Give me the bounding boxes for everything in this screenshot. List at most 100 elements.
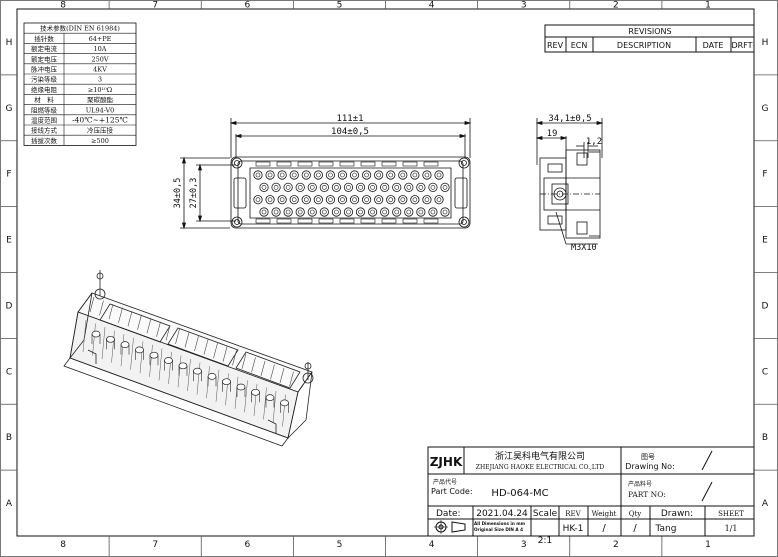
contact-stud [251, 388, 260, 396]
zone-column-label: 3 [521, 540, 527, 550]
pin-contact [271, 207, 281, 217]
pin-contact [325, 170, 335, 180]
spec-value: UL94-V0 [86, 106, 115, 114]
pin-contact [367, 182, 378, 192]
side-view [535, 118, 604, 245]
part-code-value: HD-064-MC [491, 488, 548, 499]
date-value: 2021.04.24 [476, 509, 528, 519]
drft-header: DRFT [731, 41, 752, 50]
contact-stud [164, 357, 173, 364]
contact-stud [91, 330, 101, 338]
pin-contact [398, 170, 408, 180]
pin-contact [259, 182, 269, 192]
spec-label: 温度范围 [31, 116, 57, 125]
size-note: Original Size DIN A 4 [474, 527, 523, 532]
pin-contact [386, 170, 396, 180]
part-code-cn: 产品代号 [433, 478, 457, 486]
contact-stud [178, 362, 188, 370]
spec-label: 额定电流 [31, 44, 58, 53]
dim-inner-height: 27±0,3 [189, 178, 199, 209]
pin-contact [295, 182, 305, 192]
dim-pitch-width: 104±0,5 [331, 127, 369, 137]
pin-contact [331, 182, 341, 192]
pin-contact [386, 195, 396, 205]
pin-contact [313, 195, 323, 205]
company-name-cn: 浙江昊科电气有限公司 [495, 450, 585, 462]
screw-spec: M3X10 [571, 243, 597, 253]
pin-contact [349, 170, 360, 180]
pin-contact [277, 195, 287, 205]
pin-contact [428, 182, 438, 192]
spec-label: 阻燃等级 [31, 105, 58, 114]
zone-row-label: E [762, 236, 768, 246]
spec-value: 10A [94, 45, 107, 53]
dim-overall-width: 111±1 [336, 114, 363, 124]
pin-contact [265, 170, 275, 180]
spec-label: 材 料 [34, 95, 54, 104]
pin-contact [319, 207, 329, 217]
description-header: DESCRIPTION [617, 41, 671, 50]
pin-contact [355, 182, 366, 192]
zone-column-label: 5 [337, 540, 343, 550]
pin-contact [325, 195, 335, 205]
title-block [427, 446, 755, 537]
spec-label: 绝缘电阻 [31, 85, 58, 94]
pin-contact [367, 207, 378, 217]
pin-contact [392, 182, 402, 192]
pin-contact [398, 195, 408, 205]
qty-label: Qty [629, 510, 642, 518]
company-logo: ZJHK [430, 455, 463, 469]
revisions-title: REVISIONS [628, 27, 671, 36]
pin-contact [253, 170, 263, 180]
spec-value: ≥10¹⁰Ω [88, 86, 112, 94]
spec-value: 聚碳酸酯 [87, 95, 114, 104]
zone-row-label: G [6, 104, 13, 114]
weight-label: Weight [592, 510, 617, 518]
scale-value: 2:1 [538, 536, 552, 546]
zone-column-label: 1 [705, 540, 711, 550]
zone-row-label: B [762, 433, 768, 443]
pin-contact [374, 170, 384, 180]
pin-contact [289, 170, 299, 180]
pin-contact [380, 182, 390, 192]
zone-row-label: C [762, 367, 768, 377]
pin-contact [337, 170, 348, 180]
pin-contact [440, 207, 450, 217]
part-no-cn: 产品料号 [628, 480, 652, 488]
contact-stud [265, 394, 275, 401]
spec-value: -40℃~+125℃ [72, 116, 128, 125]
zone-column-label: 3 [521, 1, 527, 11]
spec-value: 冷压压接 [87, 126, 114, 135]
pin-contact [349, 195, 360, 205]
zone-column-label: 4 [429, 540, 435, 550]
pin-contact [380, 207, 390, 217]
pin-contact [283, 207, 293, 217]
zone-column-label: 8 [60, 1, 66, 11]
spec-label: 额定电压 [31, 54, 58, 63]
scale-label: Scale [533, 509, 558, 519]
pin-contact [265, 195, 275, 205]
pin-contact [428, 207, 438, 217]
drawing-no-cn: 图号 [641, 453, 655, 461]
zone-row-label: D [6, 301, 13, 311]
pin-contact [259, 207, 269, 217]
spec-label: 插针数 [34, 34, 54, 43]
contact-stud [106, 335, 115, 343]
spec-value: ≥500 [91, 137, 109, 145]
zone-column-label: 8 [60, 540, 66, 550]
ecn-header: ECN [571, 41, 588, 50]
pin-contact [416, 207, 426, 217]
front-view [180, 118, 472, 230]
pin-contact [404, 182, 414, 192]
rev-value: HK-1 [563, 524, 584, 534]
pin-contact [301, 170, 311, 180]
spec-label: 脉冲电压 [31, 65, 58, 74]
contact-stud [280, 399, 289, 407]
date-label: Date: [436, 509, 461, 519]
pin-contact [253, 195, 263, 205]
pin-contact [313, 170, 323, 180]
pin-contact [343, 207, 354, 217]
